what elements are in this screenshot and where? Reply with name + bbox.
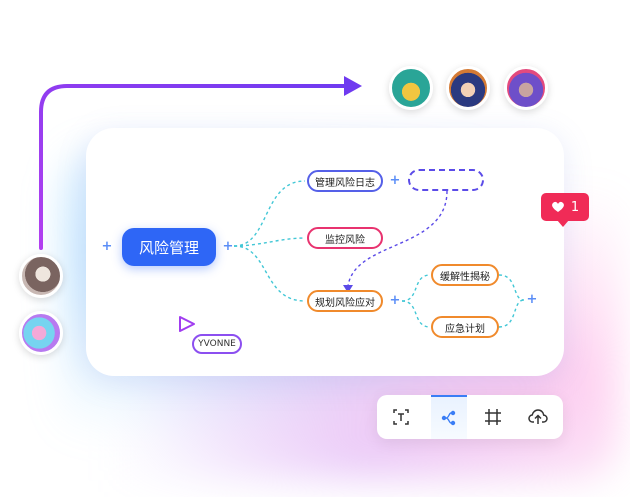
collaborator-avatar[interactable]	[19, 311, 63, 355]
mindmap-sub-node[interactable]: 缓解性揭秘	[431, 264, 499, 286]
mindmap-branch-node[interactable]: 管理风险日志	[307, 170, 383, 192]
cursor-pointer-icon	[179, 316, 195, 332]
frame-icon	[485, 409, 501, 425]
mindmap-root-node[interactable]: 风险管理	[122, 228, 216, 266]
add-node-icon[interactable]: +	[389, 293, 401, 308]
mindmap-branch-node[interactable]: 监控风险	[307, 227, 383, 249]
upload-cloud-icon	[528, 409, 548, 424]
frame-tool-button[interactable]	[475, 395, 511, 439]
like-badge[interactable]: 1	[541, 193, 589, 227]
like-count: 1	[570, 199, 580, 215]
heart-icon	[551, 201, 564, 212]
collaborator-avatar[interactable]	[504, 66, 548, 110]
add-node-icon[interactable]: +	[526, 292, 538, 307]
collaborator-avatar[interactable]	[19, 254, 63, 298]
upload-tool-button[interactable]	[520, 395, 556, 439]
bottom-toolbar	[377, 395, 563, 439]
mindmap-branch-node[interactable]: 规划风险应对	[307, 290, 383, 312]
text-box-icon	[393, 409, 409, 425]
mindmap-tool-button[interactable]	[431, 395, 467, 439]
add-node-icon[interactable]: +	[101, 239, 113, 254]
mindmap-icon	[441, 410, 456, 426]
collaborator-avatar[interactable]	[389, 66, 433, 110]
text-box-tool-button[interactable]	[383, 395, 419, 439]
mindmap-sub-node[interactable]: 应急计划	[431, 316, 499, 338]
cursor-user-tag: YVONNE	[192, 334, 242, 354]
mindmap-placeholder-node[interactable]	[408, 169, 484, 191]
add-node-icon[interactable]: +	[389, 173, 401, 188]
collaborator-avatar[interactable]	[446, 66, 490, 110]
add-node-icon[interactable]: +	[222, 239, 234, 254]
